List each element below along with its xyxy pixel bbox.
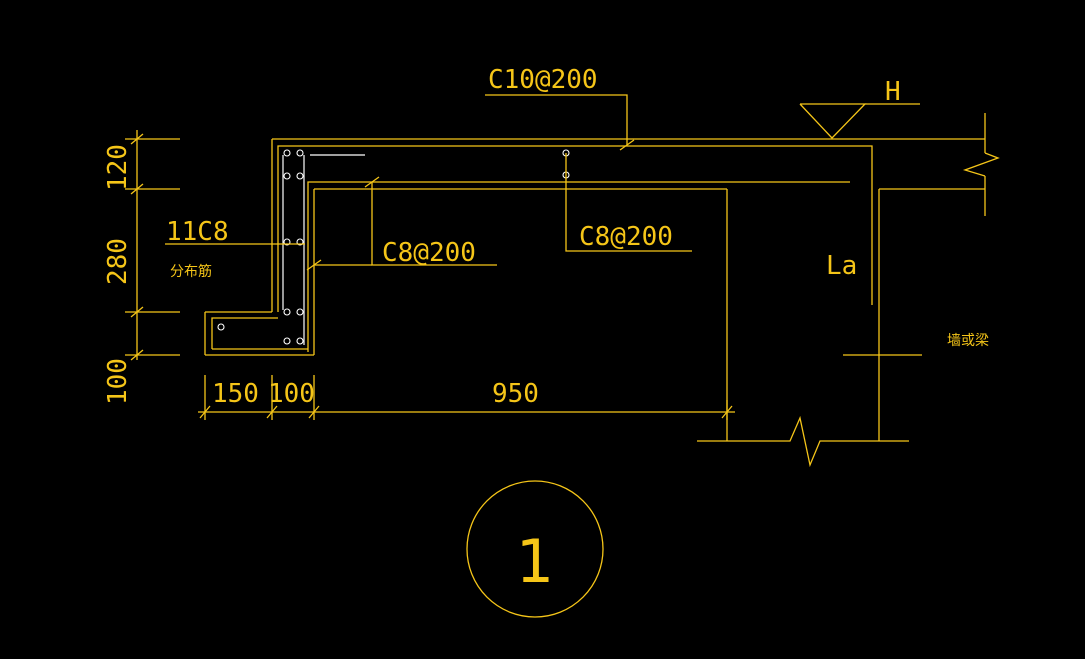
dim-h-left: 150 xyxy=(212,379,259,409)
dim-v-bottom: 100 xyxy=(103,358,133,405)
dim-v-mid: 280 xyxy=(103,238,133,285)
bars-count-label: 11C8 xyxy=(166,217,229,247)
leader-lines xyxy=(165,94,920,271)
rebar-dots xyxy=(217,149,570,345)
slab-outline xyxy=(204,113,1000,468)
dimension-lines xyxy=(125,130,735,420)
dim-h-mid: 100 xyxy=(268,379,315,409)
anchorage-label: La xyxy=(826,251,857,281)
stirrup-left-label: C8@200 xyxy=(382,238,476,268)
distribution-label: 分布筋 xyxy=(170,263,212,280)
detail-circle xyxy=(466,480,604,618)
dim-v-top: 120 xyxy=(103,144,133,191)
elevation-label: H xyxy=(885,77,901,107)
detail-number: 1 xyxy=(516,527,554,597)
rebar-group xyxy=(211,145,873,352)
top-rebar-label: C10@200 xyxy=(488,65,598,95)
dim-h-right: 950 xyxy=(492,379,539,409)
stirrup-mid-label: C8@200 xyxy=(579,222,673,252)
wall-or-beam-label: 墙或梁 xyxy=(947,333,989,349)
